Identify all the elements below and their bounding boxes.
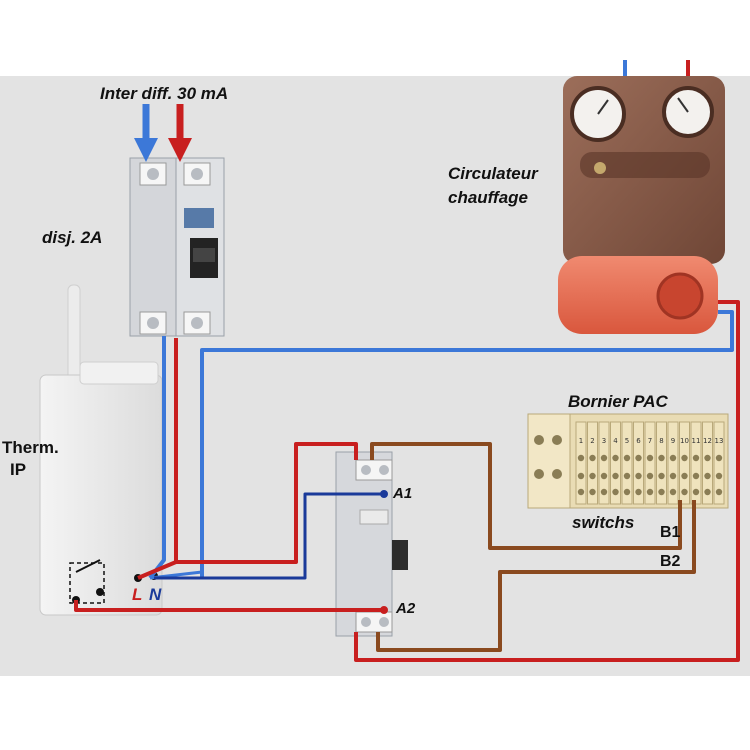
terminal-number: 12 — [703, 437, 712, 445]
terminal-number: 6 — [636, 437, 641, 445]
terminal-number: 3 — [602, 437, 606, 445]
neutral-wire-to-pump — [200, 310, 734, 578]
terminal-screw — [704, 472, 711, 480]
terminal-screw — [715, 454, 723, 462]
terminal-column — [633, 421, 644, 505]
terminal-screw — [635, 472, 642, 480]
terminal-column — [702, 421, 713, 505]
terminal-number: 7 — [648, 437, 652, 445]
terminal-column — [644, 421, 656, 505]
thermostat-label-line2: IP — [10, 460, 27, 479]
terminal-screw — [681, 454, 688, 462]
contactor — [335, 451, 408, 637]
terminal-screw — [669, 454, 677, 462]
terminal-screw — [589, 454, 596, 462]
terminal-screw — [646, 454, 654, 462]
terminal-column — [598, 421, 610, 505]
terminal-column — [667, 421, 679, 505]
terminal-number: 5 — [625, 437, 629, 445]
terminal-screw — [612, 488, 619, 496]
terminal-screw — [658, 488, 665, 496]
thermostat-label-line1: Therm. — [2, 438, 59, 457]
terminal-screw — [612, 472, 619, 480]
terminal-screw — [600, 454, 608, 462]
terminal-screw — [589, 488, 596, 496]
terminal-screw — [692, 454, 700, 462]
a2-label: A2 — [396, 600, 416, 617]
b2-label: B2 — [660, 553, 681, 570]
terminal-screw — [623, 472, 631, 480]
terminal-screw — [669, 488, 677, 496]
inter-diff-label: Inter diff. 30 mA — [100, 84, 229, 103]
terminal-screw — [658, 472, 665, 480]
terminal-number: 2 — [590, 437, 594, 445]
terminal-screw — [623, 454, 631, 462]
pac-switch-b2-wire — [376, 500, 696, 652]
terminal-screw — [704, 454, 711, 462]
pac-switch-b1-wire — [370, 442, 682, 550]
circulator-label-line2: chauffage — [448, 188, 528, 207]
terminal-screw — [715, 472, 723, 480]
terminal-screw — [681, 488, 688, 496]
terminal-screw — [658, 454, 665, 462]
relay-contact-symbol — [69, 562, 105, 604]
terminal-column — [679, 421, 690, 505]
terminal-column — [713, 421, 725, 505]
terminal-column — [621, 421, 633, 505]
terminal-column — [587, 421, 598, 505]
terminal-screw — [577, 472, 585, 480]
phase-wire-to-pump — [354, 300, 740, 662]
terminal-screw — [623, 488, 631, 496]
terminal-number: 8 — [659, 437, 663, 445]
terminal-number: 9 — [671, 437, 675, 445]
terminal-screw — [715, 488, 723, 496]
breaker-label: disj. 2A — [42, 228, 103, 247]
phase-l-label: L — [132, 585, 143, 604]
switchs-label: switchs — [572, 513, 635, 532]
terminal-number: 13 — [715, 437, 724, 445]
terminal-screw — [681, 472, 688, 480]
terminal-column — [575, 421, 587, 505]
terminal-screw — [577, 488, 585, 496]
terminal-number: 10 — [680, 437, 689, 445]
thermostat-receiver — [39, 284, 163, 616]
terminal-screw — [577, 454, 585, 462]
coil-a1-wire — [154, 492, 384, 580]
terminal-column — [610, 421, 621, 505]
terminal-screw — [635, 488, 642, 496]
terminal-screw — [692, 488, 700, 496]
input-arrows — [134, 104, 192, 162]
circulator-pump — [558, 60, 725, 334]
relay-output-wire-a2 — [74, 600, 384, 612]
terminal-screw — [600, 488, 608, 496]
terminal-screw — [692, 472, 700, 480]
terminal-number: 4 — [613, 437, 618, 445]
terminal-column — [656, 421, 667, 505]
circulator-label-line1: Circulateur — [448, 164, 538, 183]
phase-wire-to-contactor — [176, 442, 358, 564]
wiring — [74, 300, 740, 662]
terminal-screw — [646, 472, 654, 480]
a1-label: A1 — [393, 485, 413, 502]
terminal-screw — [600, 472, 608, 480]
terminal-screw — [589, 472, 596, 480]
neutral-n-label: N — [149, 585, 162, 604]
terminal-screw — [612, 454, 619, 462]
b1-label: B1 — [660, 524, 681, 541]
terminal-screw — [635, 454, 642, 462]
terminal-screw — [704, 488, 711, 496]
circuit-breaker — [129, 157, 225, 337]
terminal-screw — [646, 488, 654, 496]
terminal-number: 1 — [579, 437, 583, 445]
terminal-number: 11 — [692, 437, 701, 445]
terminal-screw — [669, 472, 677, 480]
bornier-label: Bornier PAC — [568, 392, 668, 411]
